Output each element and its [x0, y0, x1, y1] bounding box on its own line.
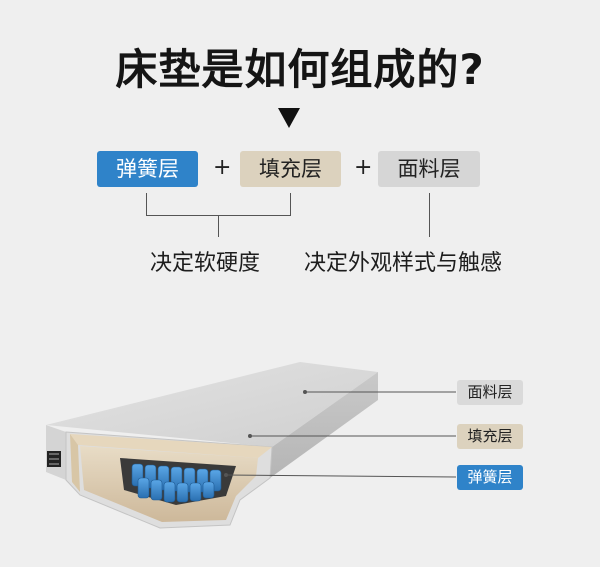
down-arrow-icon — [278, 108, 300, 128]
bracket-right-leg — [290, 193, 291, 216]
plus-sign: + — [213, 155, 232, 180]
mattress-top-face — [46, 362, 378, 447]
fabric-layer-pill: 面料层 — [378, 151, 480, 187]
fabric-connector-line — [429, 193, 430, 237]
page-title: 床垫是如何组成的? — [115, 45, 485, 94]
caption-hardness: 决定软硬度 — [150, 251, 261, 276]
mattress-right-side — [270, 372, 378, 478]
fabric-side-label: 面料层 — [457, 380, 523, 405]
spring-coils — [131, 463, 222, 503]
bracket-stem — [218, 215, 219, 237]
spring-side-label: 弹簧层 — [457, 465, 523, 490]
spring-pointer-line — [225, 474, 457, 478]
spring-layer-pill: 弹簧层 — [97, 151, 198, 187]
fill-layer-pill: 填充层 — [240, 151, 341, 187]
mattress-illustration — [46, 362, 457, 529]
caption-appearance: 决定外观样式与触感 — [304, 251, 503, 276]
fill-layer-slab — [70, 434, 272, 458]
plus-sign: + — [354, 155, 373, 180]
bracket-left-leg — [146, 193, 147, 216]
fill-side-label: 填充层 — [457, 424, 523, 449]
